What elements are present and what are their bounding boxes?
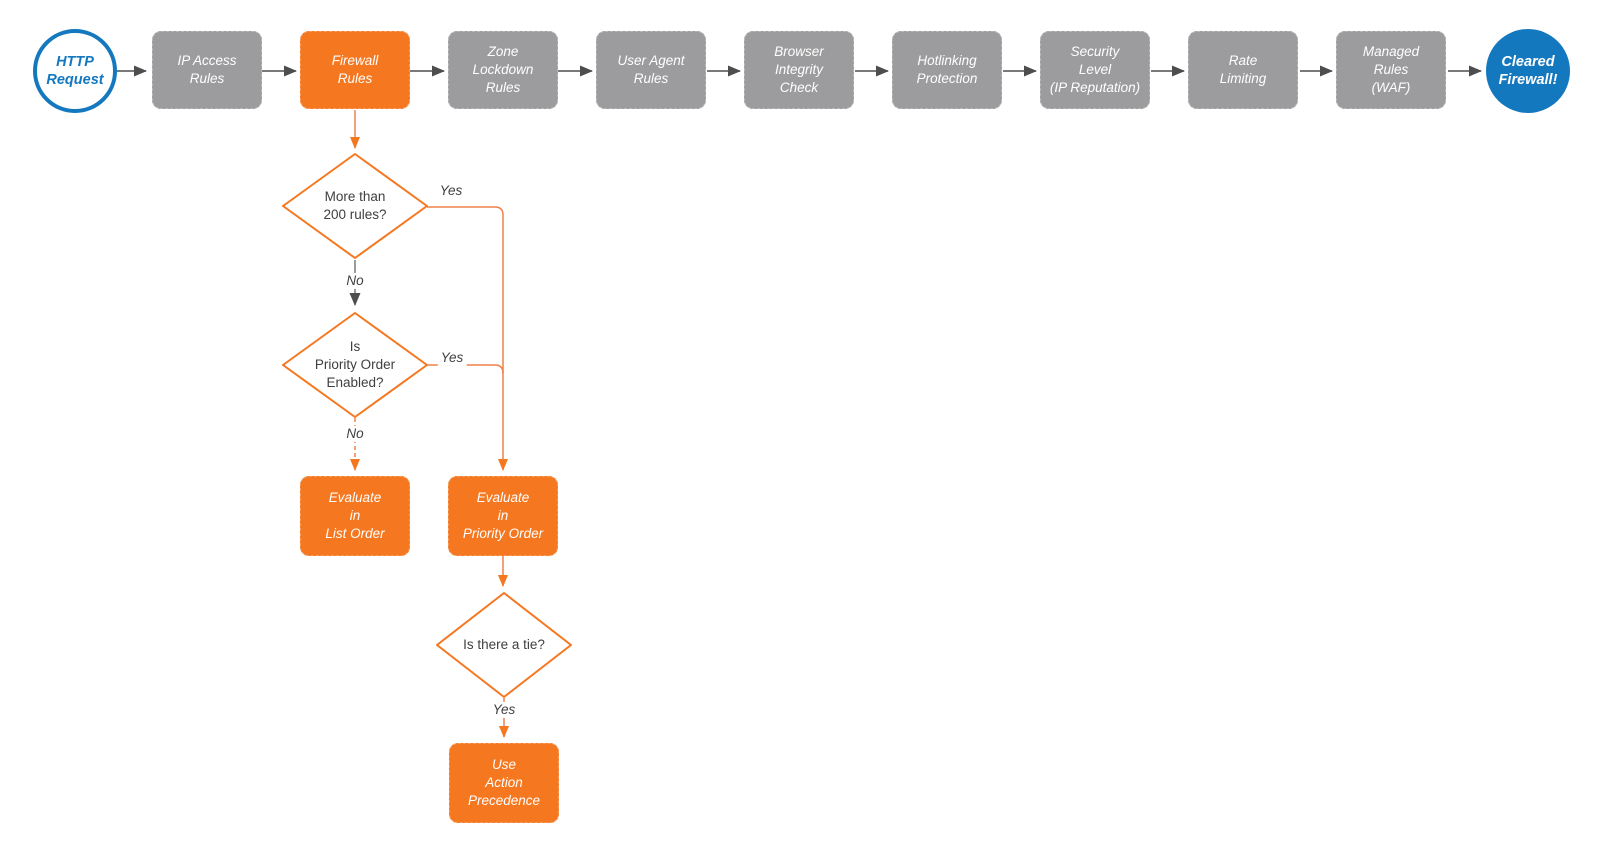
stage-browser-integrity-check: Browser Integrity Check bbox=[744, 31, 854, 109]
stage-ip-access-rules: IP Access Rules bbox=[152, 31, 262, 109]
decision-label: Is Priority Order Enabled? bbox=[314, 338, 396, 391]
end-node-label: Cleared Firewall! bbox=[1498, 53, 1558, 88]
start-node-label: HTTP Request bbox=[46, 53, 104, 88]
edge-label-decision3-yes: Yes bbox=[489, 701, 519, 719]
stage-label: Security Level (IP Reputation) bbox=[1049, 44, 1141, 95]
stage-hotlinking-protection: Hotlinking Protection bbox=[892, 31, 1002, 109]
edge-decision2-yes-merge bbox=[427, 364, 504, 374]
stage-label: User Agent Rules bbox=[617, 53, 685, 86]
action-label: Evaluate in List Order bbox=[325, 489, 385, 542]
stage-label: Rate Limiting bbox=[1219, 53, 1267, 86]
stage-label: IP Access Rules bbox=[177, 53, 237, 86]
decision-label: More than 200 rules? bbox=[323, 188, 387, 222]
decision-is-there-a-tie: Is there a tie? bbox=[436, 592, 572, 698]
stage-firewall-rules: Firewall Rules bbox=[300, 31, 410, 109]
end-node-cleared-firewall: Cleared Firewall! bbox=[1486, 29, 1570, 113]
decision-more-than-200-rules: More than 200 rules? bbox=[282, 153, 428, 259]
edge-label-decision1-yes: Yes bbox=[439, 182, 463, 198]
stage-label: Firewall Rules bbox=[331, 53, 379, 86]
edge-label-decision1-no: No bbox=[343, 272, 367, 290]
action-label: Use Action Precedence bbox=[467, 756, 541, 809]
stage-zone-lockdown-rules: Zone Lockdown Rules bbox=[448, 31, 558, 109]
diamond-shape bbox=[436, 592, 572, 698]
decision-priority-order-enabled: Is Priority Order Enabled? bbox=[282, 312, 428, 418]
action-use-action-precedence: Use Action Precedence bbox=[449, 743, 559, 823]
action-evaluate-in-list-order: Evaluate in List Order bbox=[300, 476, 410, 556]
stage-label: Zone Lockdown Rules bbox=[472, 44, 534, 95]
decision-label: Is there a tie? bbox=[463, 636, 545, 652]
action-evaluate-in-priority-order: Evaluate in Priority Order bbox=[448, 476, 558, 556]
diamond-shape bbox=[282, 312, 428, 418]
stage-managed-rules-waf: Managed Rules (WAF) bbox=[1336, 31, 1446, 109]
edge-label-decision2-no: No bbox=[343, 425, 367, 443]
edge-decision1-yes-to-evaluate-priority bbox=[427, 206, 508, 471]
diamond-shape bbox=[282, 153, 428, 259]
stage-rate-limiting: Rate Limiting bbox=[1188, 31, 1298, 109]
stage-label: Managed Rules (WAF) bbox=[1362, 44, 1420, 95]
edge-label-decision2-yes: Yes bbox=[437, 349, 467, 367]
stage-label: Browser Integrity Check bbox=[774, 44, 824, 95]
stage-security-level: Security Level (IP Reputation) bbox=[1040, 31, 1150, 109]
start-node-http-request: HTTP Request bbox=[33, 29, 117, 113]
stage-label: Hotlinking Protection bbox=[916, 53, 978, 86]
action-label: Evaluate in Priority Order bbox=[462, 489, 544, 542]
stage-user-agent-rules: User Agent Rules bbox=[596, 31, 706, 109]
